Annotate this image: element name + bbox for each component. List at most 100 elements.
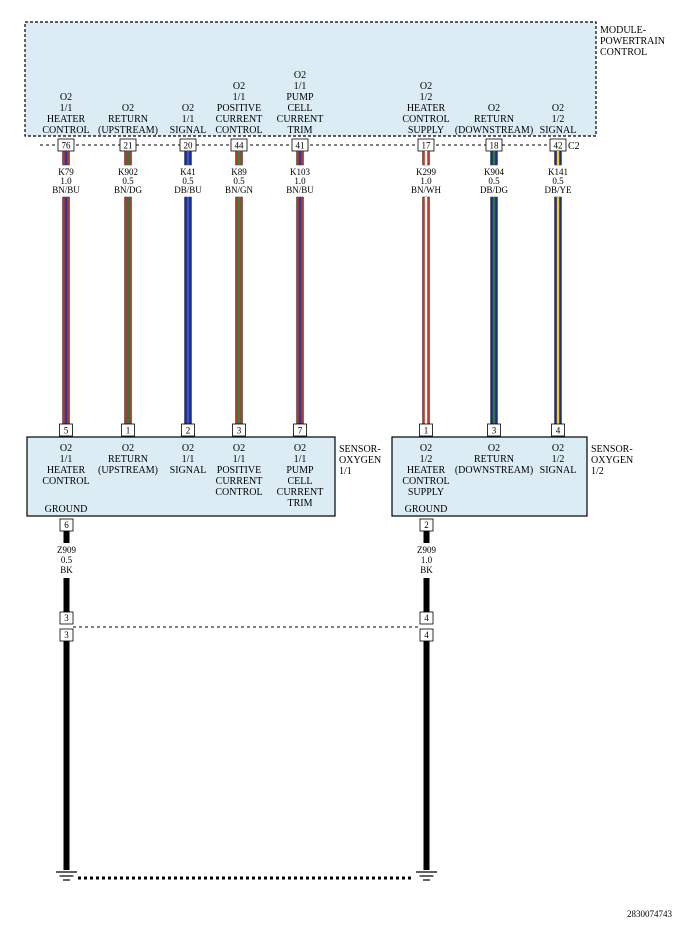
wire-gauge: 1.0: [420, 176, 432, 186]
sensor-pin-label-line: HEATER: [407, 465, 446, 476]
wire-stripe: [186, 197, 190, 424]
sensor-pin-number: 7: [298, 426, 303, 436]
sensor-pin-box: [551, 423, 565, 437]
sensor-pin-label-line: O2: [60, 443, 72, 454]
wire-color: BN/BU: [286, 185, 314, 195]
sensor1-title-1: SENSOR-: [339, 444, 381, 455]
pcm-pin-label-line: O2: [294, 70, 306, 81]
wire-stripe: [237, 197, 241, 424]
wire-gauge: 0.5: [122, 176, 134, 186]
ground-wire-color-1: BK: [60, 565, 73, 575]
pcm-pin-number: 20: [184, 141, 194, 151]
sensor-pin-label-line: 1/1: [182, 454, 195, 465]
wire-stripe: [556, 197, 560, 424]
sensor-pin-label-line: O2: [488, 443, 500, 454]
ground-symbol-icon: [416, 871, 437, 881]
pcm-pin-number: 17: [422, 141, 432, 151]
sensor-pin-label-line: O2: [122, 443, 134, 454]
wire-stripe: [424, 197, 428, 424]
wire-circuit: K103: [290, 167, 310, 177]
wire-stripe: [298, 197, 302, 424]
sensor-pin-number: 4: [556, 426, 561, 436]
sensor-pin-label-line: 1/1: [233, 454, 246, 465]
wire-stripe: [492, 151, 496, 165]
sensor-pin-label-line: CURRENT: [277, 487, 324, 498]
ground-wire-circuit-1: Z909: [57, 545, 76, 555]
pcm-pin-label-line: RETURN: [474, 114, 514, 125]
sensor2-ground-label: GROUND: [405, 504, 448, 515]
sensor-pin-box: [487, 423, 501, 437]
pcm-pin-label-line: CONTROL: [402, 114, 449, 125]
sensor-pin-label-line: CONTROL: [402, 476, 449, 487]
wire-color: BN/WH: [411, 185, 441, 195]
pcm-pin-label-line: PUMP: [286, 92, 314, 103]
ground-pin-num-2: 2: [424, 520, 429, 530]
wire-gauge: 1.0: [60, 176, 72, 186]
sensor2-title-3: 1/2: [591, 466, 604, 477]
wire-gauge: 0.5: [182, 176, 194, 186]
sensor1-title-3: 1/1: [339, 466, 352, 477]
pcm-pin-label-line: SIGNAL: [540, 125, 577, 136]
sensor-pin-label-line: O2: [182, 443, 194, 454]
wire-gauge: 1.0: [294, 176, 306, 186]
sensor-pin-box: [419, 423, 433, 437]
pcm-module-box: [24, 21, 597, 137]
pcm-pin-label-line: 1/2: [552, 114, 565, 125]
wire-stripe: [64, 197, 68, 424]
pcm-pin-label-line: O2: [420, 81, 432, 92]
wire-stripe: [126, 197, 130, 424]
ground-wire-circuit-2: Z909: [417, 545, 436, 555]
wire-circuit: K904: [484, 167, 504, 177]
pcm-pin-label-line: O2: [122, 103, 134, 114]
wire-gauge: 0.5: [233, 176, 245, 186]
sensor-pin-label-line: (DOWNSTREAM): [455, 465, 533, 476]
sensor2-title-1: SENSOR-: [591, 444, 633, 455]
wire-color: DB/YE: [545, 185, 573, 195]
sensor-pin-label-line: 1/2: [420, 454, 433, 465]
wire-stripe: [237, 151, 241, 165]
sensor-oxygen-1-1-box: [26, 436, 336, 517]
wire-color: DB/DG: [480, 185, 509, 195]
sensor-pin-label-line: 1/2: [552, 454, 565, 465]
figure-id: 2830074743: [627, 909, 673, 919]
pcm-pin-label-line: O2: [488, 103, 500, 114]
wire-circuit: K89: [231, 167, 247, 177]
sensor-pin-label-line: RETURN: [474, 454, 514, 465]
sensor-pin-label-line: 1/1: [60, 454, 73, 465]
pcm-pin-label-line: HEATER: [47, 114, 86, 125]
wire-stripe: [64, 151, 68, 165]
ground-wire-gauge-1: 0.5: [61, 555, 73, 565]
wire-stripe: [556, 151, 560, 165]
sensor-pin-label-line: O2: [552, 443, 564, 454]
sensor-pin-label-line: (UPSTREAM): [98, 465, 158, 476]
sensor-pin-label-line: SUPPLY: [408, 487, 444, 498]
sensor-pin-labels: O21/1HEATERCONTROLO2RETURN(UPSTREAM)O21/…: [42, 443, 576, 509]
pcm-pin-label-line: 1/2: [420, 92, 433, 103]
pcm-pin-number: 76: [62, 141, 72, 151]
pcm-pin-labels: O21/1HEATERCONTROLO2RETURN(UPSTREAM)O21/…: [42, 70, 576, 136]
pcm-pin-label-line: CELL: [288, 103, 313, 114]
sensor2-title-2: OXYGEN: [591, 455, 633, 466]
sensor-pin-number: 1: [126, 426, 131, 436]
inline-conn-top-num-2: 4: [424, 613, 429, 623]
wire-gauge: 0.5: [488, 176, 500, 186]
wire-circuit: K41: [180, 167, 196, 177]
sensor-pin-label-line: CONTROL: [42, 476, 89, 487]
sensor-pin-label-line: TRIM: [288, 498, 313, 509]
wire-color: BN/DG: [114, 185, 143, 195]
sensor1-title-2: OXYGEN: [339, 455, 381, 466]
wire-color: BN/GN: [225, 185, 254, 195]
inline-conn-top-1: [59, 611, 74, 625]
inline-conn-bottom-num-1: 3: [64, 630, 69, 640]
wire-stripe: [424, 151, 428, 165]
sensor-pin-box: [293, 423, 307, 437]
sensor-pin-label-line: O2: [420, 443, 432, 454]
pcm-pin-label-line: 1/1: [60, 103, 73, 114]
wire-circuit: K299: [416, 167, 436, 177]
inline-conn-bottom-num-2: 4: [424, 630, 429, 640]
wire-labels: K791.0BN/BUK9020.5BN/DGK410.5DB/BUK890.5…: [52, 167, 572, 195]
sensor-pin-box: [232, 423, 246, 437]
ground-wire-color-2: BK: [420, 565, 433, 575]
ground-symbol-icon: [56, 871, 77, 881]
